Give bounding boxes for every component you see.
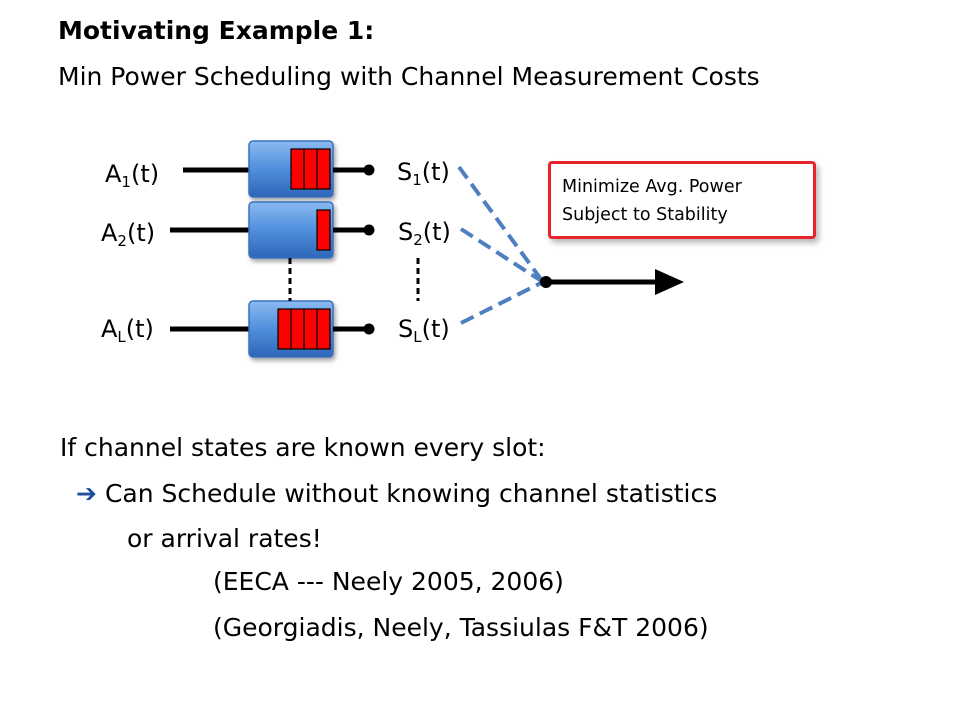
packet-3-4 (277, 308, 292, 350)
objective-box: Minimize Avg. Power Subject to Stability (548, 161, 816, 239)
packet-1-1 (316, 148, 331, 190)
arrival-label-2: A2(t) (101, 219, 156, 250)
packet-layer (277, 148, 331, 350)
packet-3-3 (290, 308, 305, 350)
channel-label-2: S2(t) (398, 218, 451, 249)
right-arrow-icon: ➔ (76, 479, 97, 508)
channel-link-2 (459, 227, 545, 284)
body-line-1: If channel states are known every slot: (60, 433, 546, 462)
objective-line-1: Minimize Avg. Power (562, 177, 742, 197)
packet-3-1 (316, 308, 331, 350)
outlet-dot-2 (363, 224, 375, 236)
channel-label-3: SL(t) (398, 315, 450, 346)
citation-line-2: (Georgiadis, Neely, Tassiulas F&T 2006) (213, 613, 709, 642)
body-line-3: or arrival rates! (127, 524, 322, 553)
title-line-1: Motivating Example 1: (58, 16, 375, 45)
channel-link-1 (457, 165, 545, 284)
objective-line-2: Subject to Stability (562, 205, 728, 225)
arrival-label-3: AL(t) (101, 315, 154, 346)
packet-2-1 (316, 209, 331, 251)
output-arrow-head (655, 269, 684, 295)
channel-link-3 (460, 280, 544, 325)
body-line-2-text: Can Schedule without knowing channel sta… (104, 479, 718, 508)
title-line-2: Min Power Scheduling with Channel Measur… (58, 62, 760, 91)
body-line-2: ➔Can Schedule without knowing channel st… (76, 479, 717, 509)
outlet-dot-3 (363, 323, 375, 335)
packet-1-2 (303, 148, 318, 190)
packet-1-3 (290, 148, 305, 190)
channel-label-1: S1(t) (397, 158, 450, 189)
queue-diagram (170, 140, 684, 358)
arrival-label-1: A1(t) (105, 160, 160, 191)
packet-3-2 (303, 308, 318, 350)
outlet-dot-1 (363, 164, 375, 176)
citation-line-1: (EECA --- Neely 2005, 2006) (213, 567, 564, 596)
